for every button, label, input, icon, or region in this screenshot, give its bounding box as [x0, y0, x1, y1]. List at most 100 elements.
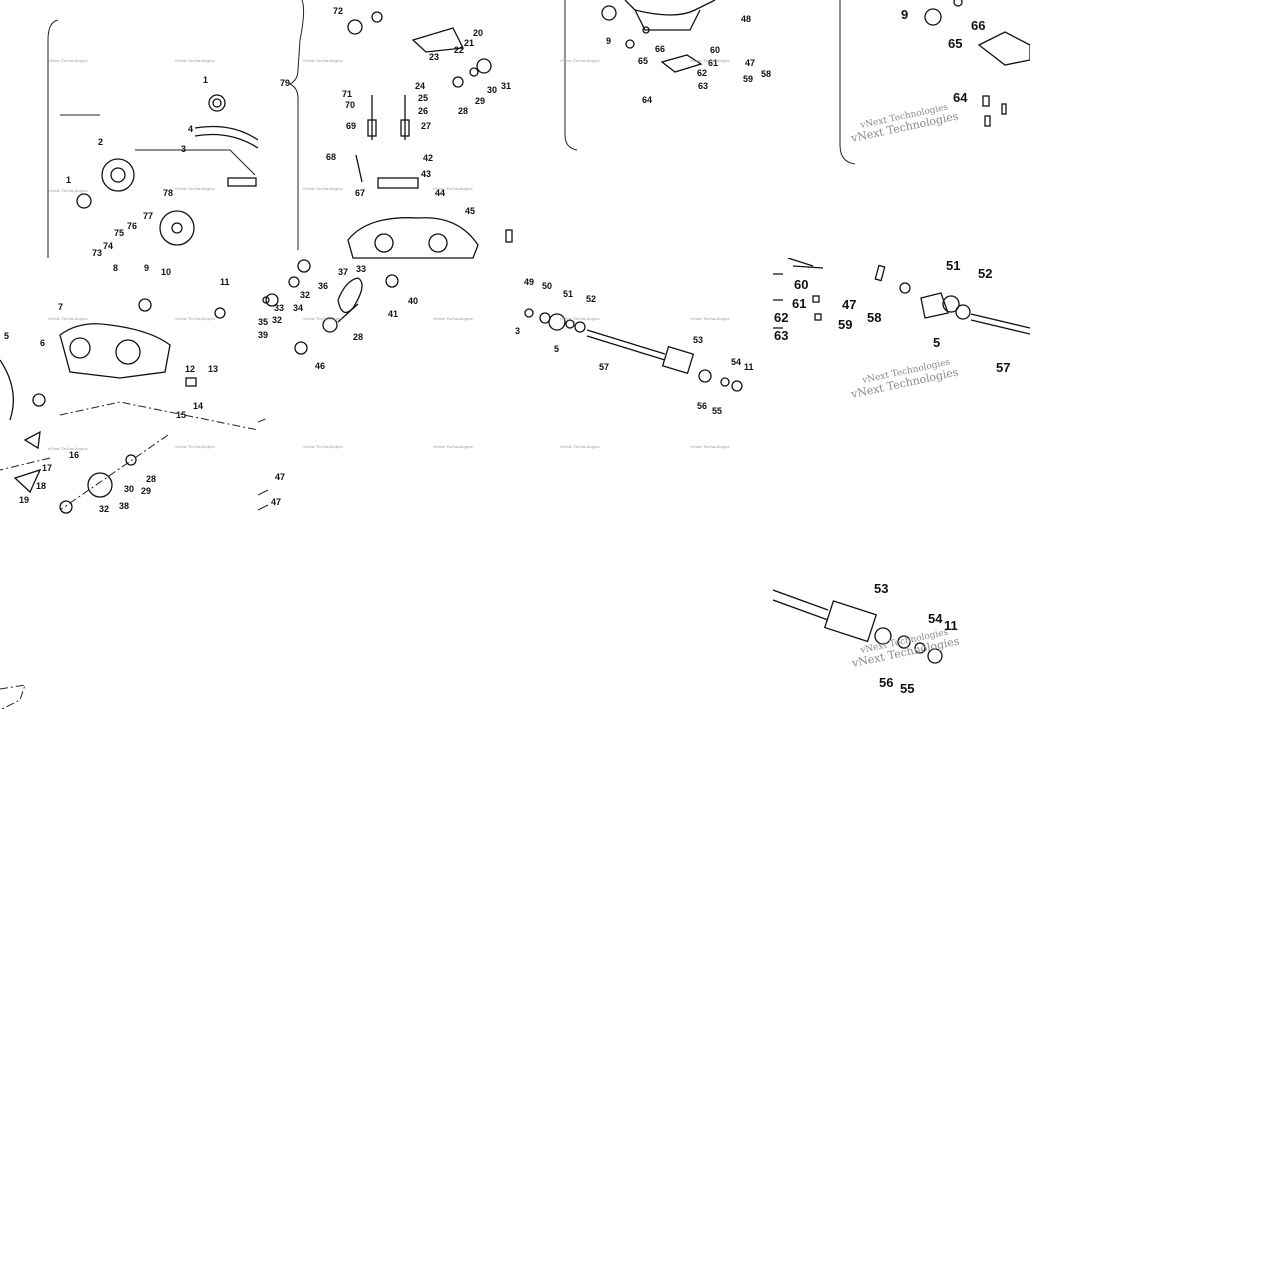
leader-line [135, 149, 256, 176]
part-outline [787, 258, 824, 269]
callout-label: 60 [794, 277, 808, 292]
callout-label: 40 [408, 296, 418, 306]
part-outline [897, 635, 911, 649]
callout-label: 52 [586, 294, 596, 304]
callout-label: 29 [141, 486, 151, 496]
callout-label: 65 [638, 56, 648, 66]
part-outline [294, 341, 308, 355]
part-outline [115, 339, 141, 365]
callout-label: 22 [454, 45, 464, 55]
part-outline [227, 177, 257, 187]
callout-label: 42 [423, 153, 433, 163]
callout-label: 37 [338, 267, 348, 277]
callout-label: 62 [774, 310, 788, 325]
watermark-text: vNext Technologies [47, 446, 88, 451]
callout-label: 44 [435, 188, 445, 198]
callout-label: 20 [473, 28, 483, 38]
diagram-left-gear-case: 1 2 3 4 1 78 77 76 75 74 73 8 9 10 11 7 … [0, 19, 258, 514]
callout-label: 74 [103, 241, 113, 251]
part-outline [428, 233, 448, 253]
callout-label: 9 [901, 7, 908, 22]
callout-label: 1 [66, 175, 71, 185]
callout-label: 66 [971, 18, 985, 33]
callout-label: 48 [741, 14, 751, 24]
callout-label: 24 [415, 81, 425, 91]
callout-label: 32 [99, 504, 109, 514]
part-outline [565, 319, 575, 329]
callout-label: 75 [114, 228, 124, 238]
part-outline [125, 454, 137, 466]
part-outline [942, 295, 960, 313]
callout-label: 66 [655, 44, 665, 54]
watermark-text: vNext Technologies [174, 316, 215, 321]
callout-label: 26 [418, 106, 428, 116]
callout-label: 12 [185, 364, 195, 374]
part-outline [661, 345, 695, 375]
watermark-text: vNext Technologies [302, 316, 343, 321]
part-outline [377, 177, 419, 189]
part-outline [337, 277, 363, 314]
leader-line [288, 0, 305, 250]
diagram-tile-shaft-seal-zoom: 60 61 62 63 47 59 58 51 52 5 57 vNext Te… [773, 258, 1030, 515]
part-outline [720, 377, 730, 387]
callout-label: 33 [356, 264, 366, 274]
diagram-shaft-seal-zoom: 60 61 62 63 47 59 58 51 52 5 57 vNext Te… [773, 258, 1030, 401]
part-outline [400, 119, 410, 137]
callout-label: 56 [879, 675, 893, 690]
callout-label: 13 [208, 364, 218, 374]
callout-label: 72 [333, 6, 343, 16]
diagram-fragment [0, 684, 26, 711]
callout-label: 69 [346, 121, 356, 131]
callout-label: 4 [188, 124, 193, 134]
part-outline [698, 369, 712, 383]
diagram-tile-cover-plate-small: 9 66 65 60 61 62 47 59 63 64 58 48 vNext… [515, 0, 773, 258]
callout-label: 11 [220, 277, 230, 287]
watermark-text: vNext Technologies [47, 188, 88, 193]
diagram-tile-center-gear-train: 72 79 20 21 22 23 24 25 26 27 71 70 69 3… [258, 0, 515, 515]
callout-label: 5 [554, 344, 559, 354]
callout-label: 14 [193, 401, 203, 411]
watermark-text: vNext Technologies [47, 316, 88, 321]
part-outline [171, 222, 183, 234]
callout-label: 64 [953, 90, 968, 105]
callout-label: 57 [599, 362, 609, 372]
leader-line [258, 489, 269, 511]
callout-label: 32 [300, 290, 310, 300]
watermark-text: vNext Technologies [689, 316, 730, 321]
diagram-tile-output-shaft-small: 49 50 51 52 5 53 57 54 11 56 55 3 vNext … [515, 258, 773, 515]
diagram-output-shaft-small: 49 50 51 52 5 53 57 54 11 56 55 3 vNext … [515, 277, 754, 449]
callout-label: 28 [458, 106, 468, 116]
callout-label: 61 [792, 296, 806, 311]
part-outline [970, 313, 1030, 335]
leader-line [59, 434, 169, 511]
part-outline [874, 264, 886, 282]
part-outline [953, 0, 963, 7]
leader-line [564, 0, 578, 151]
callout-label: 68 [326, 152, 336, 162]
diagram-cover-plate-small: 9 66 65 60 61 62 47 59 63 64 58 48 vNext… [559, 0, 771, 151]
part-outline [773, 589, 829, 621]
callout-label: 65 [948, 36, 962, 51]
part-outline [385, 274, 399, 288]
part-outline [23, 430, 41, 450]
callout-label: 30 [487, 85, 497, 95]
callout-label: 28 [146, 474, 156, 484]
callout-label: 73 [92, 248, 102, 258]
callout-label: 59 [838, 317, 852, 332]
callout-label: 77 [143, 211, 153, 221]
callout-label: 5 [4, 331, 9, 341]
callout-label: 61 [708, 58, 718, 68]
part-outline [731, 380, 743, 392]
leader-line [59, 401, 258, 431]
callout-label: 17 [42, 463, 52, 473]
part-outline [984, 115, 991, 127]
callout-label: 32 [272, 315, 282, 325]
callout-label: 47 [271, 497, 281, 507]
part-outline [32, 393, 46, 407]
watermark-text: vNext Technologies [689, 444, 730, 449]
part-outline [208, 94, 226, 112]
part-outline [452, 76, 464, 88]
part-outline [194, 125, 258, 149]
part-outline [159, 210, 195, 246]
watermark-text: vNext Technologies [302, 444, 343, 449]
